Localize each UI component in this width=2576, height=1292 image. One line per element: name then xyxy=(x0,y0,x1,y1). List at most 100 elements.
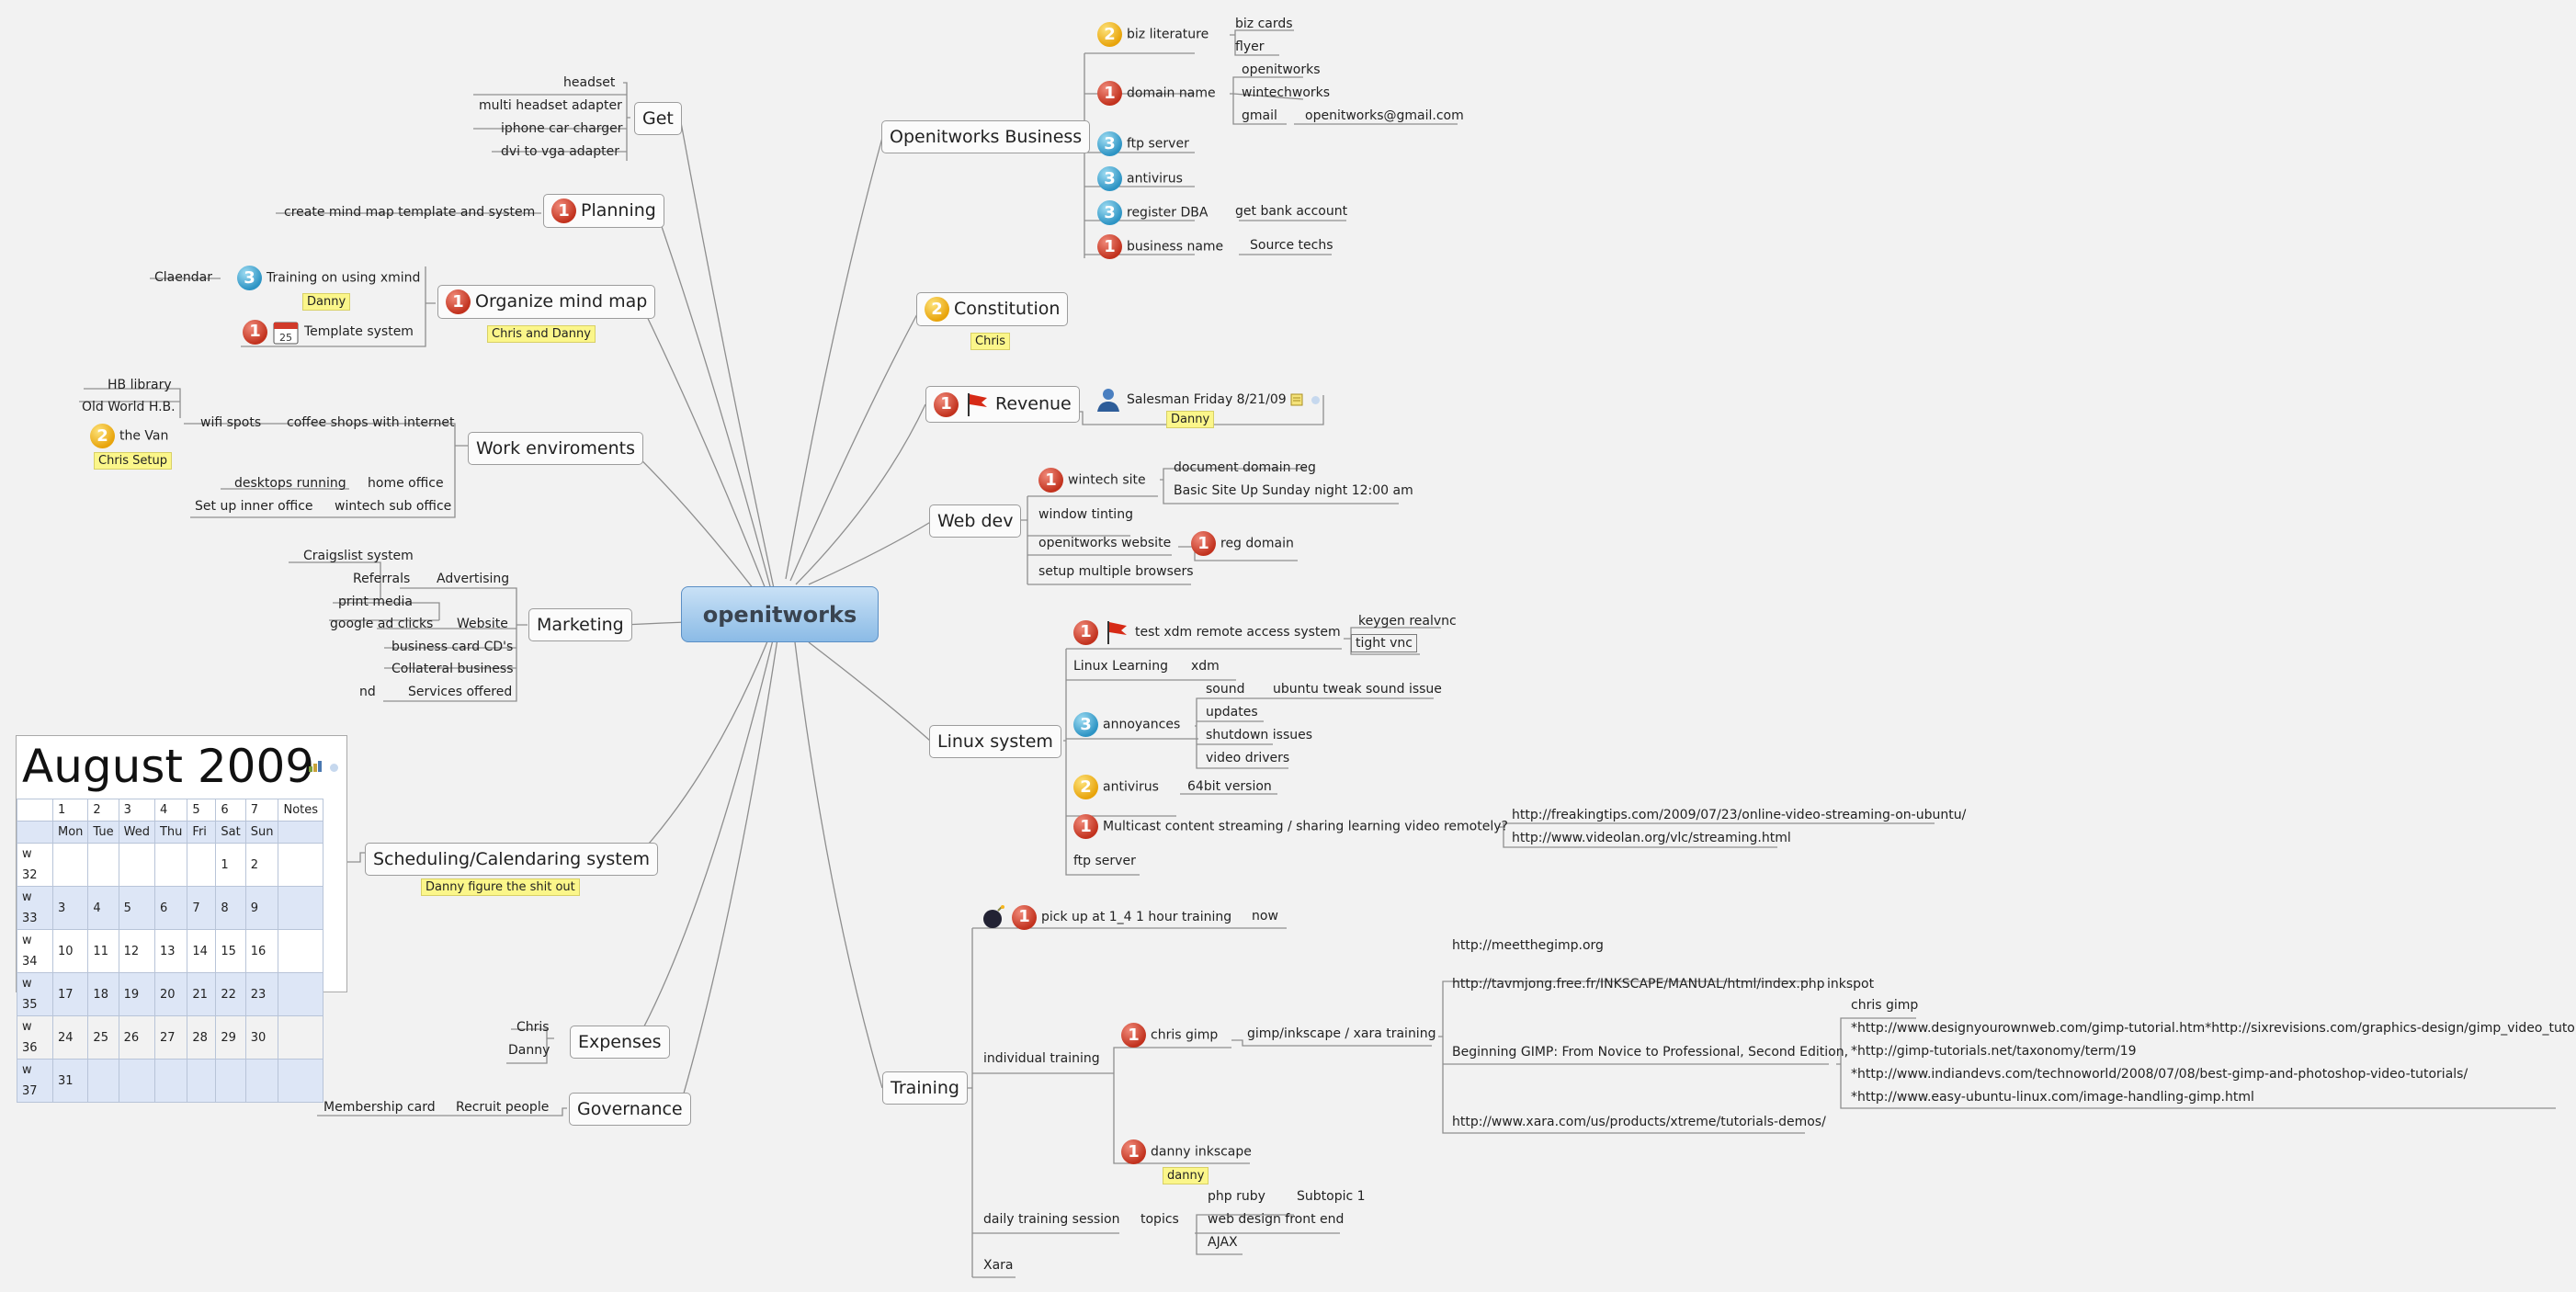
leaf-now[interactable]: now xyxy=(1252,909,1278,924)
leaf-nd[interactable]: nd xyxy=(359,685,376,699)
subtopic-openitworks-website[interactable]: openitworks website xyxy=(1038,536,1172,550)
leaf-video-drivers[interactable]: video drivers xyxy=(1206,751,1290,765)
leaf-headset[interactable]: headset xyxy=(563,75,616,90)
calendar-cell[interactable]: Sun xyxy=(244,821,279,844)
leaf-basic-site-up[interactable]: Basic Site Up Sunday night 12:00 am xyxy=(1174,483,1413,498)
calendar-cell[interactable]: 2 xyxy=(87,799,119,822)
calendar-cell[interactable] xyxy=(278,843,324,887)
leaf-sound[interactable]: sound xyxy=(1206,682,1245,697)
leaf-window-tinting[interactable]: window tinting xyxy=(1038,507,1133,522)
calendar-cell[interactable]: 6 xyxy=(215,799,246,822)
subtopic-wifi-spots[interactable]: wifi spots xyxy=(200,415,262,430)
leaf-biz-cards[interactable]: biz cards xyxy=(1235,17,1293,31)
calendar-cell[interactable]: w 36 xyxy=(17,1015,53,1060)
subtopic-salesman[interactable]: Salesman Friday 8/21/09 xyxy=(1095,386,1320,414)
calendar-cell[interactable]: 24 xyxy=(51,1015,89,1060)
leaf-old-world-hb[interactable]: Old World H.B. xyxy=(82,400,176,414)
leaf-membership-card[interactable]: Membership card xyxy=(323,1100,436,1115)
calendar-cell[interactable]: Tue xyxy=(87,821,119,844)
topic-get[interactable]: Get xyxy=(634,102,682,135)
subtopic-website[interactable]: Website xyxy=(457,617,508,631)
calendar-cell[interactable]: 15 xyxy=(215,929,246,973)
subtopic-ftp-server-linux[interactable]: ftp server xyxy=(1073,854,1136,868)
calendar-cell[interactable] xyxy=(187,843,217,887)
calendar-cell[interactable]: 10 xyxy=(51,929,89,973)
calendar-cell[interactable]: w 33 xyxy=(17,886,53,930)
calendar-cell[interactable]: 4 xyxy=(87,886,119,930)
subtopic-beginning-gimp[interactable]: Beginning GIMP: From Novice to Professio… xyxy=(1452,1045,1849,1060)
leaf-chris-expenses[interactable]: Chris xyxy=(516,1020,550,1035)
leaf-tavmjong[interactable]: http://tavmjong.free.fr/INKSCAPE/MANUAL/… xyxy=(1452,977,1825,992)
leaf-link-designyourownweb[interactable]: *http://www.designyourownweb.com/gimp-tu… xyxy=(1851,1021,2576,1036)
leaf-xdm[interactable]: xdm xyxy=(1191,659,1220,674)
topic-openitworks-business[interactable]: Openitworks Business xyxy=(881,120,1091,153)
calendar-cell[interactable]: 28 xyxy=(187,1015,217,1060)
topic-web-dev[interactable]: Web dev xyxy=(929,504,1022,538)
leaf-keygen-realvnc[interactable]: keygen realvnc xyxy=(1358,614,1457,629)
calendar-cell[interactable]: 7 xyxy=(244,799,279,822)
calendar-cell[interactable]: Fri xyxy=(187,821,217,844)
calendar-cell[interactable]: 1 xyxy=(215,843,246,887)
leaf-updates[interactable]: updates xyxy=(1206,705,1258,720)
leaf-google-ad-clicks[interactable]: google ad clicks xyxy=(330,617,434,631)
calendar-cell[interactable] xyxy=(215,1059,246,1103)
calendar-cell[interactable]: 6 xyxy=(153,886,188,930)
leaf-setup-multiple-browsers[interactable]: setup multiple browsers xyxy=(1038,564,1194,579)
leaf-subtopic-1[interactable]: Subtopic 1 xyxy=(1297,1189,1366,1204)
calendar-cell[interactable]: 8 xyxy=(215,886,246,930)
topic-governance[interactable]: Governance xyxy=(569,1093,691,1126)
leaf-link-indiandevs[interactable]: *http://www.indiandevs.com/technoworld/2… xyxy=(1851,1067,2468,1082)
calendar-cell[interactable] xyxy=(244,1059,279,1103)
leaf-print-media[interactable]: print media xyxy=(338,595,413,609)
topic-scheduling[interactable]: Scheduling/Calendaring system xyxy=(365,843,658,876)
calendar-cell[interactable]: w 37 xyxy=(17,1059,53,1103)
leaf-64bit-version[interactable]: 64bit version xyxy=(1187,779,1272,794)
calendar-cell[interactable]: 5 xyxy=(187,799,217,822)
calendar-cell[interactable]: 23 xyxy=(244,972,279,1016)
calendar-cell[interactable] xyxy=(153,1059,188,1103)
leaf-openitworks[interactable]: openitworks xyxy=(1242,62,1321,77)
subtopic-recruit-people[interactable]: Recruit people xyxy=(456,1100,550,1115)
calendar-cell[interactable]: w 32 xyxy=(17,843,53,887)
calendar-cell[interactable] xyxy=(17,799,53,822)
calendar-cell[interactable]: 27 xyxy=(153,1015,188,1060)
calendar-cell[interactable]: Wed xyxy=(118,821,155,844)
calendar-cell[interactable]: 22 xyxy=(215,972,246,1016)
calendar-cell[interactable] xyxy=(153,843,188,887)
leaf-chris-gimp-sub[interactable]: chris gimp xyxy=(1851,998,1919,1013)
subtopic-topics[interactable]: topics xyxy=(1140,1212,1179,1227)
calendar-cell[interactable]: Thu xyxy=(153,821,188,844)
topic-work-enviroments[interactable]: Work enviroments xyxy=(468,432,644,465)
calendar-cell[interactable]: 4 xyxy=(153,799,188,822)
calendar-cell[interactable]: 25 xyxy=(87,1015,119,1060)
leaf-ajax[interactable]: AJAX xyxy=(1208,1235,1238,1250)
leaf-web-design[interactable]: web design front end xyxy=(1208,1212,1345,1227)
calendar-cell[interactable]: 5 xyxy=(118,886,155,930)
calendar-cell[interactable]: 30 xyxy=(244,1015,279,1060)
calendar-cell[interactable]: w 35 xyxy=(17,972,53,1016)
calendar-cell[interactable]: Mon xyxy=(51,821,89,844)
calendar-cell[interactable] xyxy=(278,929,324,973)
leaf-get-bank-account[interactable]: get bank account xyxy=(1235,204,1348,219)
leaf-dvi-to-vga[interactable]: dvi to vga adapter xyxy=(501,144,620,159)
calendar-cell[interactable] xyxy=(118,1059,155,1103)
leaf-coffee-shops[interactable]: coffee shops with internet xyxy=(287,415,455,430)
leaf-business-card-cds[interactable]: business card CD's xyxy=(392,640,514,654)
calendar-cell[interactable]: 11 xyxy=(87,929,119,973)
calendar-cell[interactable]: 17 xyxy=(51,972,89,1016)
leaf-collateral-business[interactable]: Collateral business xyxy=(392,662,514,676)
leaf-link-gimp-tutorials[interactable]: *http://gimp-tutorials.net/taxonomy/term… xyxy=(1851,1044,2137,1059)
leaf-danny-expenses[interactable]: Danny xyxy=(508,1043,550,1058)
